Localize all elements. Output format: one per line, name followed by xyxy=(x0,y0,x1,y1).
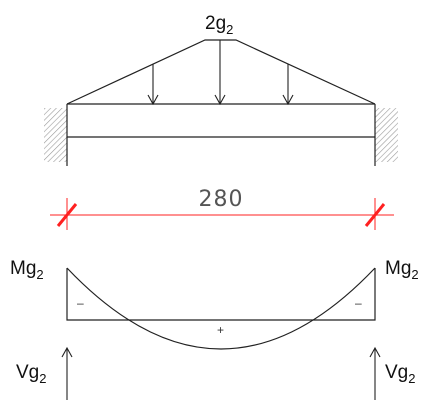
dimension-tick-left xyxy=(56,203,78,227)
load-label: 2g2 xyxy=(205,13,233,37)
left-reaction-arrow xyxy=(61,346,73,400)
left-fixed-support xyxy=(44,104,68,166)
load-arrow xyxy=(214,40,226,106)
moment-label-left: Mg2 xyxy=(10,258,44,282)
moment-sign-center: + xyxy=(217,323,224,337)
distributed-load xyxy=(66,39,376,106)
moment-sign-left: – xyxy=(77,296,84,310)
load-arrow xyxy=(282,64,294,106)
moment-diagram xyxy=(66,267,376,350)
dimension-tick-right xyxy=(364,203,386,227)
dimension-line xyxy=(50,198,394,230)
moment-label-right: Mg2 xyxy=(385,258,419,282)
load-arrow xyxy=(147,64,159,106)
beam xyxy=(67,103,375,138)
reaction-label-left: Vg2 xyxy=(16,362,46,386)
right-reaction-arrow xyxy=(369,346,381,400)
dimension-value: 280 xyxy=(199,187,244,212)
right-fixed-support xyxy=(374,104,398,166)
moment-sign-right: – xyxy=(355,296,362,310)
reaction-label-right: Vg2 xyxy=(385,362,415,386)
